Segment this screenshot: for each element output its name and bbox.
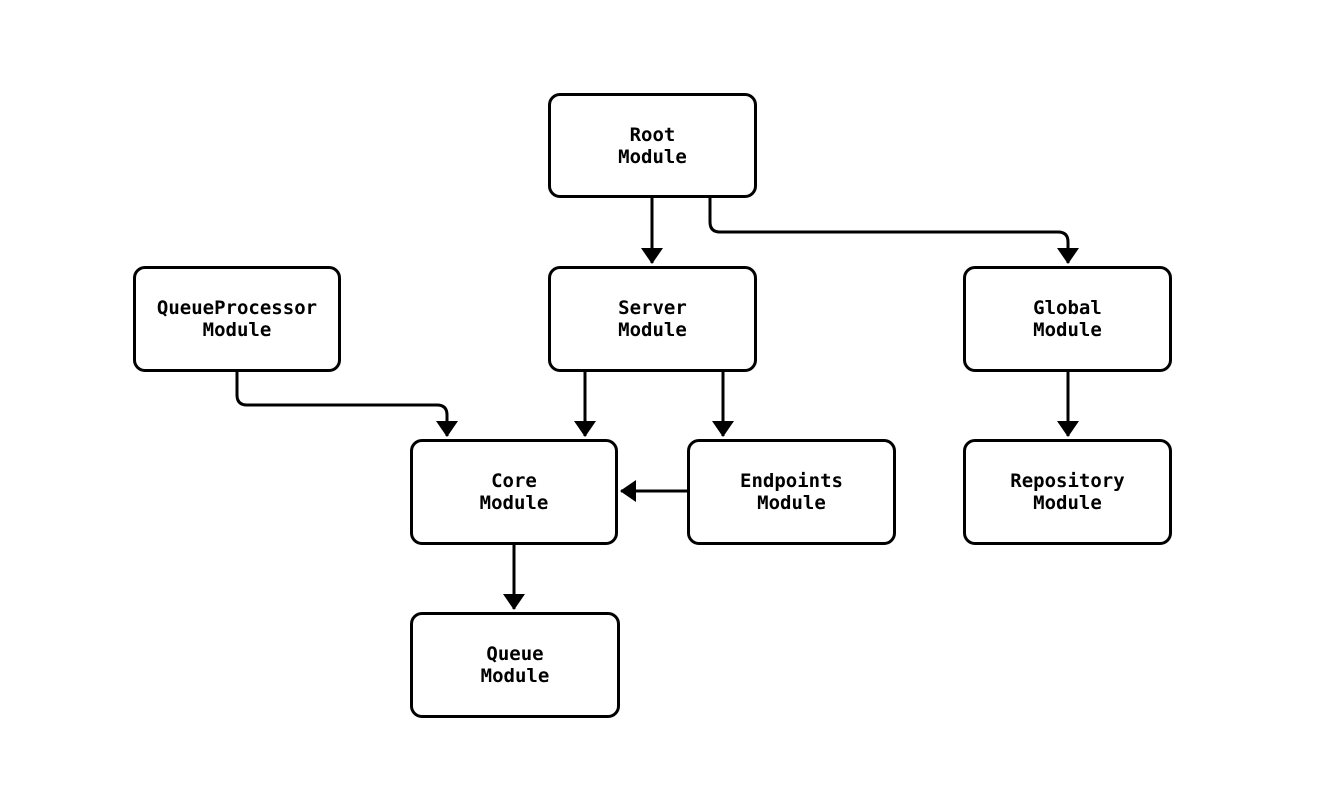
node-server-module: Server Module (548, 266, 757, 372)
node-global-module-label: Global Module (1033, 297, 1102, 341)
node-server-module-label: Server Module (618, 297, 687, 341)
node-queueprocessor-module: QueueProcessor Module (133, 266, 341, 372)
node-root-module: Root Module (548, 93, 757, 198)
node-repository-module-label: Repository Module (1010, 470, 1125, 514)
node-endpoints-module-label: Endpoints Module (740, 470, 843, 514)
node-core-module-label: Core Module (479, 470, 549, 514)
node-root-module-label: Root Module (618, 123, 687, 168)
node-global-module: Global Module (963, 266, 1172, 372)
node-queue-module: Queue Module (410, 612, 620, 718)
node-queue-module-label: Queue Module (480, 643, 550, 687)
node-core-module: Core Module (410, 439, 618, 545)
node-endpoints-module: Endpoints Module (687, 439, 896, 545)
node-repository-module: Repository Module (963, 439, 1172, 545)
edge-queueprocessor-to-core (235, 372, 458, 437)
edge-root-to-global (708, 198, 1079, 264)
node-queueprocessor-module-label: QueueProcessor Module (156, 297, 318, 341)
